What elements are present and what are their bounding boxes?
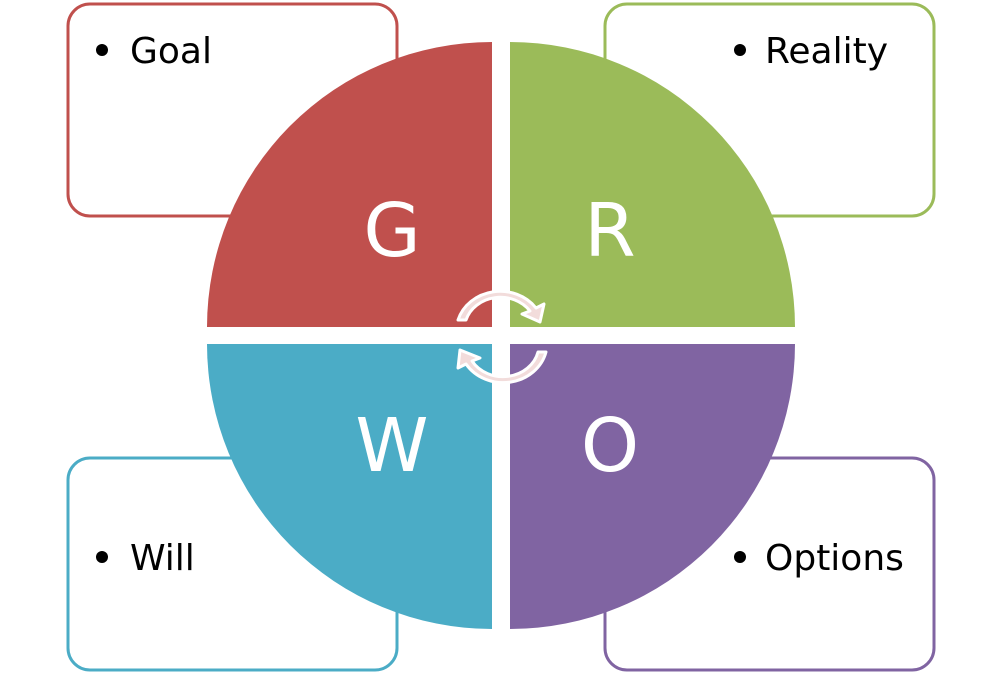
reality-letter: R <box>584 188 635 274</box>
bottom-arrow <box>456 348 548 385</box>
will-quadrant <box>207 344 492 629</box>
options-letter: O <box>581 403 639 489</box>
will-label: Will <box>130 538 195 579</box>
reality-quadrant <box>510 42 795 327</box>
will-letter: W <box>355 403 428 489</box>
options-quadrant <box>510 344 795 629</box>
cycle-arrows-icon <box>456 289 548 385</box>
options-bullet <box>734 551 746 563</box>
top-arrow <box>456 289 546 324</box>
will-bullet <box>96 551 108 563</box>
goal-label: Goal <box>130 31 212 72</box>
goal-bullet <box>96 44 108 56</box>
goal-quadrant <box>207 42 492 327</box>
reality-label: Reality <box>765 31 888 72</box>
goal-letter: G <box>363 188 420 274</box>
reality-bullet <box>734 44 746 56</box>
options-label: Options <box>765 538 904 579</box>
